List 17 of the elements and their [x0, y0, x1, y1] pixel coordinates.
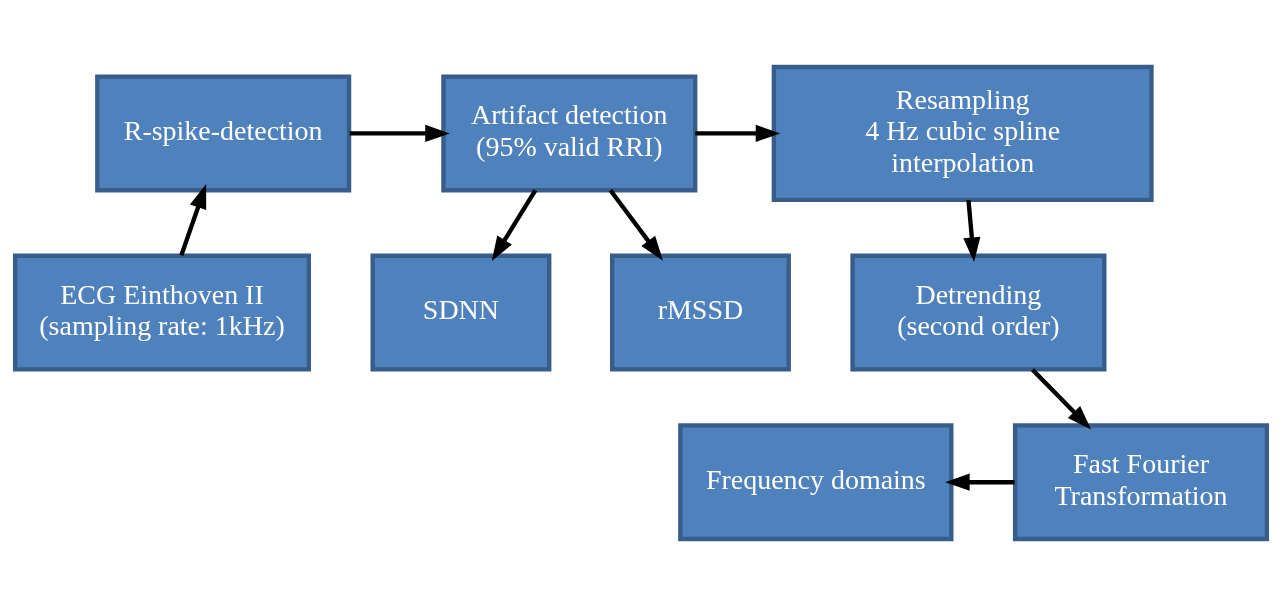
arrow [1030, 368, 1092, 430]
node-box: Artifact detection (95% valid RRI) [441, 74, 698, 193]
node-box: ECG Einthoven II (sampling rate: 1kHz) [12, 253, 312, 372]
arrow [179, 184, 207, 257]
node-box: R-spike-detection [95, 74, 352, 193]
node-box: Resampling 4 Hz cubic spline interpolation [771, 64, 1154, 203]
node-box: Frequency domains [678, 423, 954, 542]
arrow [963, 199, 981, 263]
arrow [695, 124, 781, 142]
node-box: rMSSD [609, 253, 791, 372]
arrow [349, 124, 450, 142]
arrow [608, 188, 663, 261]
arrow [945, 473, 1015, 491]
node-box: Fast Fourier Transformation [1012, 423, 1270, 542]
node-box: SDNN [370, 253, 552, 372]
arrow [491, 189, 538, 261]
node-box: Detrending (second order) [850, 253, 1107, 372]
